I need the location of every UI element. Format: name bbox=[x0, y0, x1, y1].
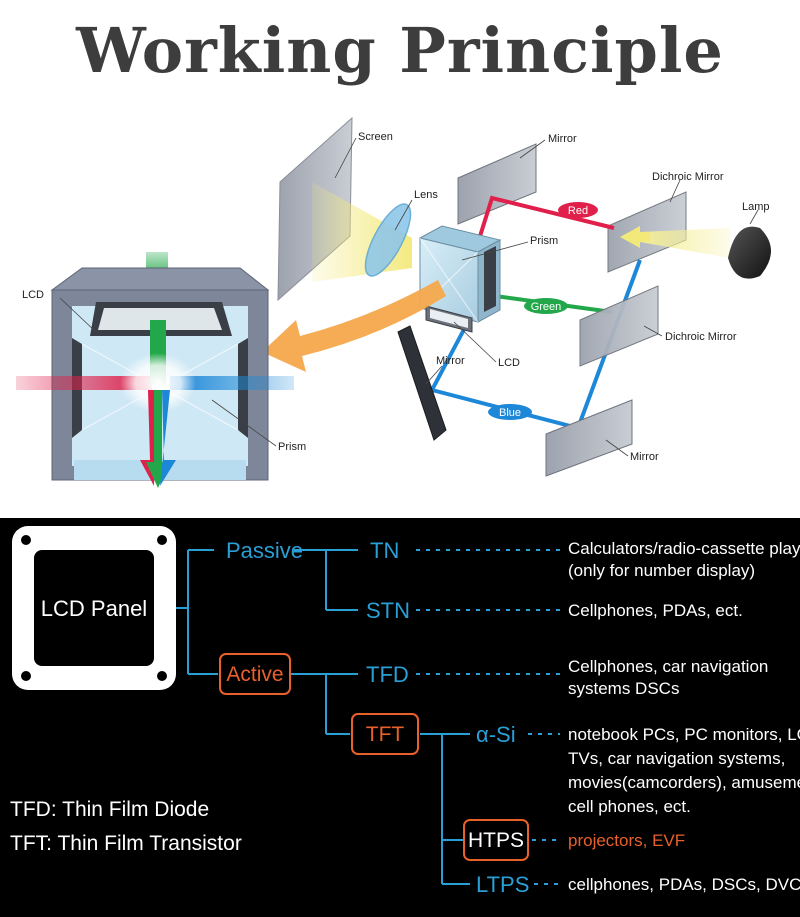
use-asi-2: TVs, car navigation systems, bbox=[568, 749, 785, 768]
blue-beam-label: Blue bbox=[499, 407, 521, 419]
uses: Calculators/radio-cassette players (only… bbox=[568, 539, 800, 894]
mirror-left bbox=[397, 325, 447, 441]
optical-diagram: Screen Lens Mirror Dichroic Mirror Lamp … bbox=[16, 116, 771, 488]
lcd-small-label: LCD bbox=[498, 357, 520, 369]
prism-small-label: Prism bbox=[530, 235, 558, 247]
lamp-label: Lamp bbox=[742, 201, 770, 213]
big-assembly-top bbox=[50, 267, 270, 291]
lamp-light bbox=[640, 228, 730, 258]
use-ltps-1: cellphones, PDAs, DSCs, DVCs, ect. bbox=[568, 875, 800, 894]
node-active-box bbox=[219, 653, 291, 695]
screen-label: Screen bbox=[358, 131, 393, 143]
node-stn: STN bbox=[366, 598, 410, 623]
node-htps: HTPS bbox=[468, 829, 524, 852]
lcd-big-label: LCD bbox=[22, 289, 44, 301]
use-asi-3: movies(camcorders), amusement bbox=[568, 773, 800, 792]
lens-label: Lens bbox=[414, 189, 438, 201]
dichroic-top-label: Dichroic Mirror bbox=[652, 171, 724, 183]
node-tft: TFT bbox=[366, 723, 405, 746]
mirror-bottom bbox=[545, 399, 633, 477]
use-tn-2: (only for number display) bbox=[568, 561, 755, 580]
legend-tfd: TFD: Thin Film Diode bbox=[10, 798, 209, 821]
zoom-arrow bbox=[262, 280, 446, 372]
use-asi-1: notebook PCs, PC monitors, LCD bbox=[568, 725, 800, 744]
legend-tft: TFT: Thin Film Transistor bbox=[10, 832, 242, 855]
tree-connectors bbox=[176, 549, 470, 885]
mirror-left-label: Mirror bbox=[436, 355, 465, 367]
node-passive: Passive bbox=[226, 538, 303, 563]
output-arrow-blue bbox=[160, 390, 176, 486]
node-asi: α-Si bbox=[476, 722, 516, 747]
use-asi-4: cell phones, ect. bbox=[568, 797, 691, 816]
use-tn-1: Calculators/radio-cassette players bbox=[568, 539, 800, 558]
node-htps-box bbox=[463, 819, 529, 861]
lamp bbox=[728, 226, 771, 279]
mirror-top-label: Mirror bbox=[548, 133, 577, 145]
red-beam-label: Red bbox=[568, 205, 588, 217]
lcd-panel-label: LCD Panel bbox=[41, 596, 147, 621]
page-title: Working Principle bbox=[76, 14, 724, 87]
use-tfd-2: systems DSCs bbox=[568, 679, 679, 698]
dichroic-mirror-middle bbox=[579, 285, 659, 367]
big-blue-beam bbox=[170, 376, 294, 390]
node-active: Active bbox=[226, 663, 283, 686]
use-htps-1: projectors, EVF bbox=[568, 831, 685, 850]
node-tn: TN bbox=[370, 538, 399, 563]
lcd-side-panel bbox=[484, 246, 496, 312]
lcd-classification-panel: LCD Panel Passive bbox=[0, 518, 800, 917]
mirror-bottom-label: Mirror bbox=[630, 451, 659, 463]
prism-big-label: Prism bbox=[278, 441, 306, 453]
dichroic-mid-label: Dichroic Mirror bbox=[665, 331, 737, 343]
classification-tree: LCD Panel Passive bbox=[10, 526, 800, 897]
tree-leaders bbox=[416, 549, 560, 885]
lcd-panel-screen bbox=[34, 550, 154, 666]
big-red-beam bbox=[16, 376, 152, 390]
node-tfd: TFD bbox=[366, 662, 409, 687]
use-stn-1: Cellphones, PDAs, ect. bbox=[568, 601, 743, 620]
green-beam-label: Green bbox=[531, 301, 562, 313]
node-tft-box bbox=[351, 713, 419, 755]
node-ltps: LTPS bbox=[476, 872, 529, 897]
mirror-top bbox=[457, 143, 537, 225]
use-tfd-1: Cellphones, car navigation bbox=[568, 657, 768, 676]
legend: TFD: Thin Film Diode TFT: Thin Film Tran… bbox=[10, 798, 242, 855]
